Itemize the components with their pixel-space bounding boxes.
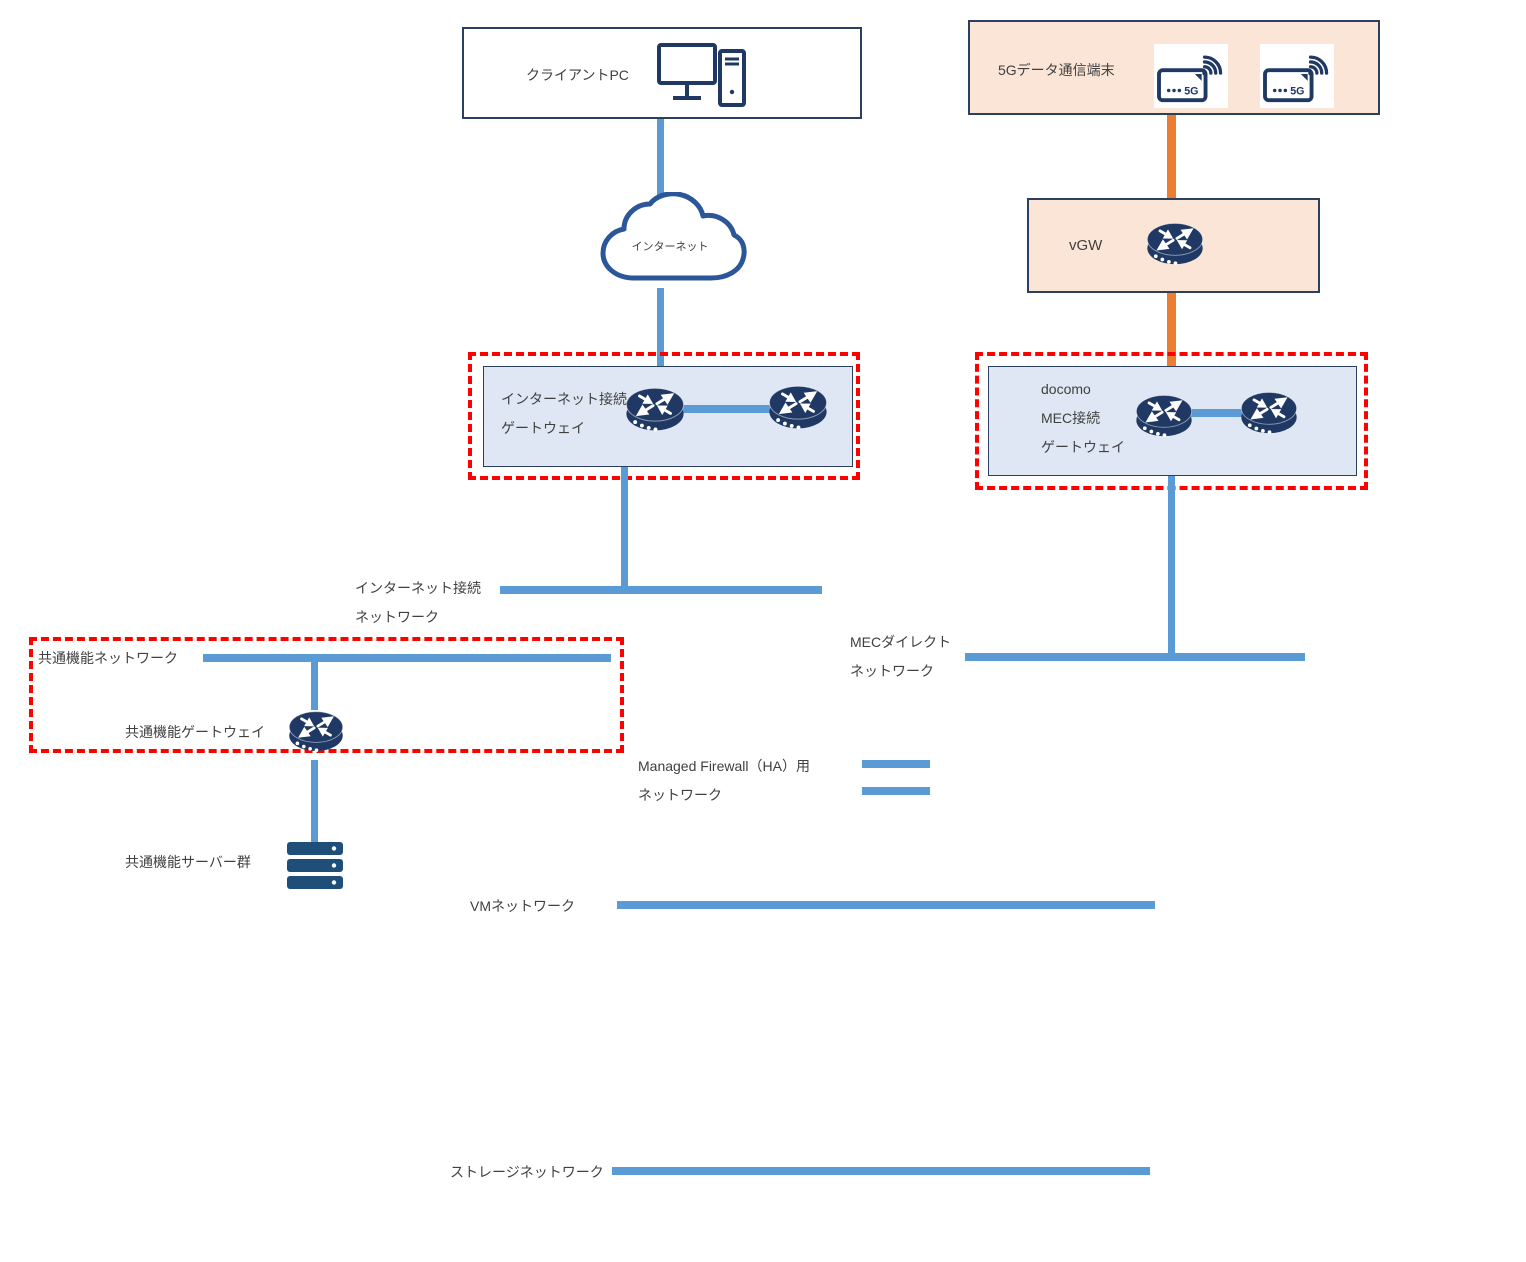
connector-gateway-internet-network: [621, 467, 628, 588]
connector-router-pair: [680, 405, 772, 413]
internet-gateway-label: インターネット接続 ゲートウェイ: [501, 391, 627, 436]
internet-network-line: [500, 586, 822, 594]
mec-gateway-label: docomo MEC接続 ゲートウェイ: [1041, 381, 1125, 455]
vgw-label: vGW: [1069, 237, 1103, 254]
managed-firewall-line-2: [862, 787, 930, 795]
connector-router-pair: [1189, 409, 1244, 417]
connector-network-common-gateway: [311, 662, 318, 710]
connector-pc-cloud: [657, 119, 664, 199]
router-icon: [767, 381, 829, 435]
mec-direct-network-line: [965, 653, 1305, 661]
router-icon: [1239, 387, 1299, 440]
router-icon: [1145, 218, 1205, 271]
vm-network-label: VMネットワーク: [470, 898, 575, 914]
common-network-line: [203, 654, 611, 662]
common-network-highlight: [29, 637, 624, 753]
pc-icon: [656, 42, 748, 108]
mec-gateway-box: docomo MEC接続 ゲートウェイ: [988, 366, 1357, 476]
router-icon: [287, 706, 345, 758]
storage-network-line: [612, 1167, 1150, 1175]
internet-gateway-highlight: [468, 352, 860, 480]
vgw-box: vGW: [1027, 198, 1320, 293]
internet-gateway-box: インターネット接続 ゲートウェイ: [483, 366, 853, 467]
client-pc-label: クライアントPC: [526, 67, 629, 83]
client-pc-box: クライアントPC: [462, 27, 862, 119]
common-gateway-label: 共通機能ゲートウェイ: [125, 724, 265, 740]
internet-network-label: インターネット接続 ネットワーク: [355, 580, 481, 625]
common-network-label: 共通機能ネットワーク: [38, 650, 178, 666]
router-icon: [624, 383, 686, 437]
connector-gateway-mec-network: [1168, 476, 1175, 656]
5g-device-icon: [1260, 44, 1334, 108]
connector-cloud-gateway: [657, 288, 664, 368]
connector-vgw-mec-gateway: [1167, 293, 1176, 367]
managed-firewall-network-label: Managed Firewall（HA）用 ネットワーク: [638, 758, 810, 803]
mec-direct-network-label: MECダイレクト ネットワーク: [850, 634, 952, 679]
managed-firewall-line-1: [862, 760, 930, 768]
common-servers-label: 共通機能サーバー群: [125, 854, 251, 870]
5g-device-icon: [1154, 44, 1228, 108]
terminal-5g-box: 5Gデータ通信端末: [968, 20, 1380, 115]
internet-cloud-label: インターネット: [631, 241, 709, 253]
server-stack-icon: [286, 842, 344, 892]
connector-5g-vgw: [1167, 115, 1176, 198]
terminal-5g-label: 5Gデータ通信端末: [998, 62, 1115, 78]
router-icon: [1134, 390, 1194, 443]
connector-gateway-servers: [311, 760, 318, 844]
storage-network-label: ストレージネットワーク: [450, 1164, 604, 1180]
vm-network-line: [617, 901, 1155, 909]
